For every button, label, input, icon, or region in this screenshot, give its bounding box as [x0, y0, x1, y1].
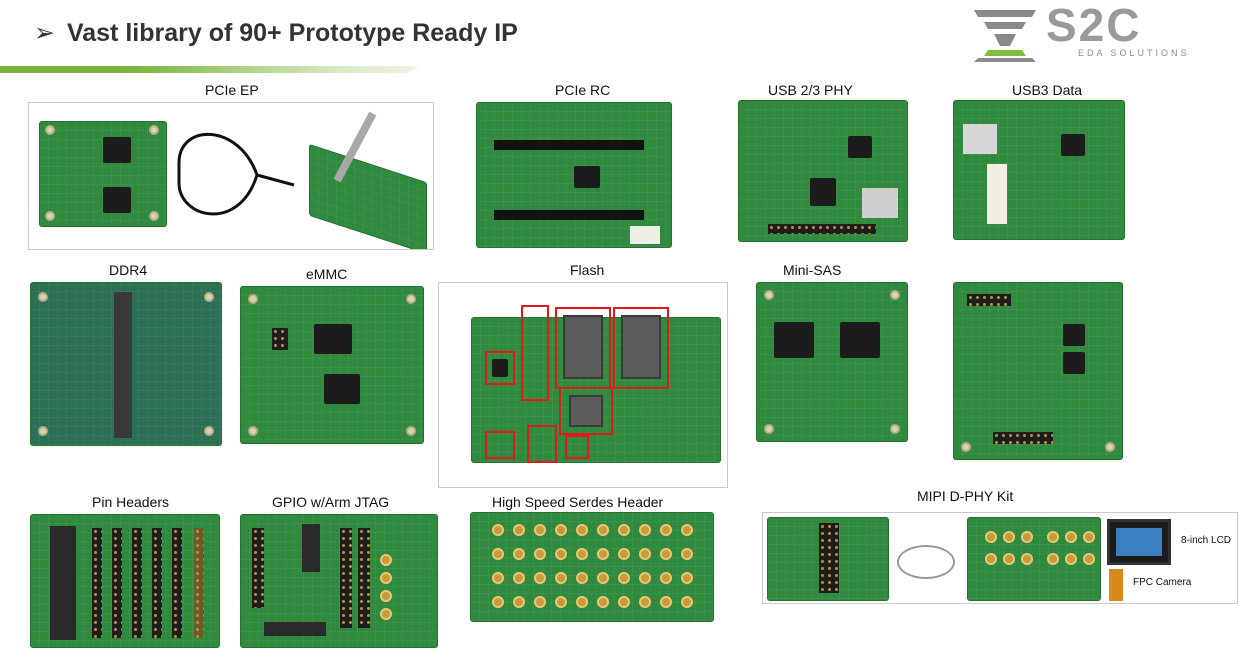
label-serdes: High Speed Serdes Header [492, 494, 664, 510]
label-pin-headers: Pin Headers [92, 494, 170, 510]
pcie-rc-image [476, 102, 672, 248]
sma-connector [597, 524, 609, 536]
sma-connector [660, 596, 672, 608]
sma-connector [639, 572, 651, 584]
usb3-data-image [953, 100, 1125, 240]
mipi-camera-label: FPC Camera [1133, 577, 1192, 588]
sma-connector [513, 596, 525, 608]
sma-connector [534, 548, 546, 560]
logo-tagline: EDA SOLUTIONS [1078, 48, 1190, 58]
sma-connector [555, 596, 567, 608]
mipi-lcd-label: 8-inch LCD [1181, 535, 1232, 546]
sma-connector [681, 596, 693, 608]
label-mini-sas: Mini-SAS [783, 262, 842, 278]
sma-connector [534, 596, 546, 608]
mipi-dphy-kit-image: 8-inch LCD FPC Camera [762, 512, 1238, 604]
sma-connector [660, 524, 672, 536]
pin-headers-image [30, 514, 220, 648]
label-emmc: eMMC [306, 266, 348, 282]
logo-wordmark: S2C [1046, 0, 1142, 51]
sma-connector [576, 572, 588, 584]
s2c-logo: S2C EDA SOLUTIONS [974, 0, 1210, 62]
sma-connector [513, 524, 525, 536]
page-title-text: Vast library of 90+ Prototype Ready IP [66, 19, 518, 47]
pcie-ep-image [28, 102, 434, 250]
sma-connector [576, 548, 588, 560]
sma-connector [555, 572, 567, 584]
label-gpio-jtag: GPIO w/Arm JTAG [272, 494, 390, 510]
label-pcie-ep: PCIe EP [205, 82, 259, 98]
gpio-jtag-image [240, 514, 438, 648]
sma-connector [618, 572, 630, 584]
label-flash: Flash [570, 262, 605, 278]
expansion-board-image [953, 282, 1123, 460]
header-rule [0, 66, 420, 73]
sma-connector [492, 524, 504, 536]
sma-connector [618, 524, 630, 536]
sma-connector [534, 524, 546, 536]
sma-connector [492, 596, 504, 608]
sma-connector [513, 548, 525, 560]
sma-connector [660, 548, 672, 560]
ddr4-image [30, 282, 222, 446]
sma-connector [492, 572, 504, 584]
sma-connector [576, 524, 588, 536]
sma-connector [681, 572, 693, 584]
sma-connector [534, 572, 546, 584]
cable-icon [177, 132, 295, 216]
sma-connector [513, 572, 525, 584]
sma-connector [639, 524, 651, 536]
emmc-image [240, 286, 424, 444]
sma-connector [597, 572, 609, 584]
label-usb23-phy: USB 2/3 PHY [768, 82, 853, 98]
sma-connector [597, 596, 609, 608]
sma-connector [639, 596, 651, 608]
sma-connector [618, 596, 630, 608]
sma-connector [639, 548, 651, 560]
label-mipi: MIPI D-PHY Kit [917, 488, 1014, 504]
usb23-phy-image [738, 100, 908, 242]
sma-connector [492, 548, 504, 560]
label-ddr4: DDR4 [109, 262, 148, 278]
sma-connector [660, 572, 672, 584]
sma-connector [681, 548, 693, 560]
s2c-logo-mark-icon [974, 10, 1036, 62]
page-title: ➢ Vast library of 90+ Prototype Ready IP [34, 18, 518, 48]
label-usb3-data: USB3 Data [1012, 82, 1083, 98]
serdes-header-image [470, 512, 714, 622]
sma-connector [555, 548, 567, 560]
sma-connector [681, 524, 693, 536]
mini-sas-image [756, 282, 908, 442]
bullet-arrow-icon: ➢ [34, 19, 55, 47]
sma-connector [576, 596, 588, 608]
flash-image [438, 282, 728, 488]
sma-connector [618, 548, 630, 560]
sma-connector [597, 548, 609, 560]
sma-connector [555, 524, 567, 536]
label-pcie-rc: PCIe RC [555, 82, 611, 98]
